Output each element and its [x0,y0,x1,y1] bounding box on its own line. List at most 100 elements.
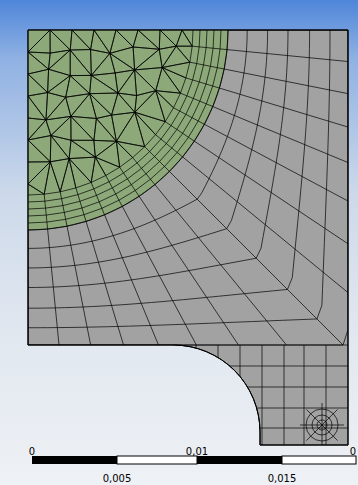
mesh-line [28,118,46,140]
mesh-line [306,425,322,441]
mesh-line [186,78,219,88]
mesh-line [322,425,344,426]
mesh-line [218,345,219,445]
mesh-line [28,30,50,52]
mesh-line [50,136,69,162]
scale-anchor: 0,005 [103,467,132,485]
mesh-lines [28,30,348,447]
mesh-line [28,30,288,288]
mesh-line [174,108,205,124]
mesh-line [262,345,263,445]
scale-label: 0 [350,446,356,457]
mesh-line [135,112,165,134]
mesh-line [159,46,176,67]
mesh-line [28,52,49,74]
mesh-line [70,50,91,76]
mesh-line [135,68,163,91]
mesh-line [138,30,160,49]
mesh-line [176,46,192,62]
mesh-line [91,53,115,75]
scale-label: 0,01 [186,446,208,457]
mesh-line [91,73,118,93]
mesh-line [173,387,348,388]
mesh-line [145,147,170,172]
mesh-line [110,30,133,53]
mesh-line [28,120,51,140]
mesh-line [322,425,323,447]
mesh-line [28,30,268,268]
mesh-line [322,425,338,441]
mesh-line [176,30,192,46]
mesh-line [173,366,348,367]
part-outline [28,30,348,445]
mesh-line [91,182,104,214]
mesh-line [116,112,144,146]
scale-anchor: 0 [29,440,35,459]
scale-label: 0 [29,446,35,457]
mesh-line [326,345,327,445]
mesh-line [60,192,67,226]
mesh-line [28,162,50,194]
mesh-line [284,345,285,445]
scale-label: 0,005 [103,473,132,484]
mesh-line [94,30,116,53]
mesh-line [50,30,72,50]
mesh-line [28,93,48,120]
mesh-line [71,116,97,140]
mesh-line [135,49,163,70]
mesh-line [28,184,44,195]
scale-segment [117,456,197,464]
mesh-line [322,409,338,425]
mesh-line [28,30,310,308]
mesh-line [133,30,159,49]
scale-label: 0,015 [268,473,297,484]
mesh-line [69,140,95,158]
mesh-line [300,425,322,426]
mesh-line [70,30,90,50]
mesh-line [120,167,139,196]
mesh-line [48,69,71,92]
mesh-line [304,345,305,445]
mesh-line [306,409,322,425]
mesh-line [110,47,135,70]
mesh-line [48,76,71,98]
mesh-line [91,50,110,76]
mesh-line [28,69,49,92]
mesh-line [71,94,97,119]
mesh-line [66,94,90,117]
mesh-line [162,68,186,94]
mesh-line [94,140,117,157]
mesh-line [95,157,119,175]
mesh-line [44,194,47,229]
mesh-line [72,30,94,50]
mesh-line [90,93,118,115]
mesh-line [28,30,348,345]
mesh-line [159,30,176,49]
mesh-line [156,91,181,108]
mesh-line [28,30,330,328]
scale-anchor: 0,01 [186,440,208,459]
mesh-line [156,68,181,94]
scale-bar [32,456,356,464]
mesh-line [156,91,174,122]
mesh-line [44,162,60,194]
mesh-line [182,30,193,46]
scale-anchor: 0 [350,440,356,459]
mesh-line [160,30,182,46]
mesh-line [76,188,86,221]
mesh-line [165,122,194,141]
mesh-line [49,50,71,76]
mesh-line [156,135,183,157]
scale-segment [197,456,282,464]
mesh-line [240,345,241,445]
mesh-line [322,403,323,425]
mesh-line [116,141,144,157]
mesh-line [28,30,247,248]
mesh-line [28,140,50,162]
mesh-line [28,74,48,96]
mesh-line [135,70,156,96]
mesh-line [28,52,50,69]
mesh-line [192,46,227,49]
mesh-line [133,158,155,185]
mesh-line [90,75,118,93]
